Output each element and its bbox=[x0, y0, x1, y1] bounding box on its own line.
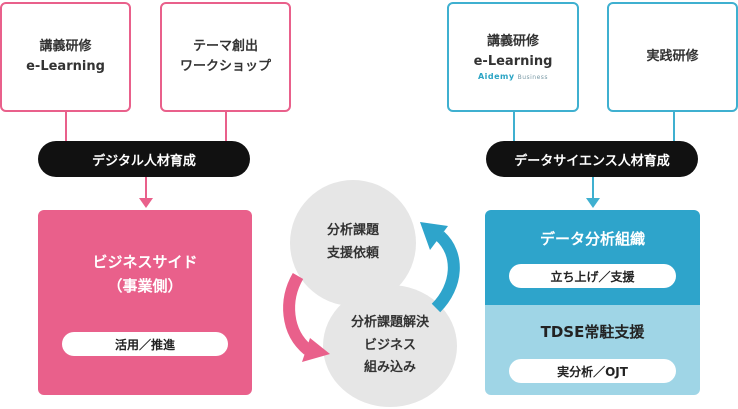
right-connector-1 bbox=[513, 112, 515, 141]
business-side-panel: ビジネスサイド （事業側） 活用／推進 bbox=[38, 210, 252, 395]
solution-line2: ビジネス bbox=[363, 337, 416, 353]
right-data-science-pill: データサイエンス人材育成 bbox=[486, 141, 698, 177]
solution-line3: 組み込み bbox=[363, 360, 416, 376]
right-arrow-line bbox=[592, 177, 594, 200]
right-lecture-subtitle: e-Learning bbox=[473, 54, 553, 70]
right-practice-box: 実践研修 bbox=[607, 2, 738, 112]
business-side-tag: 活用／推進 bbox=[62, 332, 228, 356]
right-lecture-title: 講義研修 bbox=[486, 34, 539, 50]
right-connector-2 bbox=[673, 112, 675, 141]
tdse-support-title: TDSE常駐支援 bbox=[540, 323, 645, 341]
left-connector-2 bbox=[225, 112, 227, 141]
data-analysis-org-tag: 立ち上げ／支援 bbox=[509, 264, 676, 288]
aidemy-logo-text: Aidemy bbox=[477, 72, 515, 82]
left-workshop-box: テーマ創出 ワークショップ bbox=[160, 2, 291, 112]
tdse-support-panel: TDSE常駐支援 実分析／OJT bbox=[485, 305, 700, 395]
right-arrow-head bbox=[586, 198, 600, 208]
solution-line1: 分析課題解決 bbox=[350, 314, 429, 330]
aidemy-logo-sub: Business bbox=[517, 74, 549, 82]
left-workshop-subtitle: ワークショップ bbox=[179, 59, 271, 74]
left-lecture-title: 講義研修 bbox=[39, 38, 92, 54]
support-request-line1: 分析課題 bbox=[326, 223, 379, 239]
left-connector-1 bbox=[65, 112, 67, 141]
left-arrow-head bbox=[139, 198, 153, 208]
data-analysis-org-title: データ分析組織 bbox=[539, 230, 645, 248]
left-arrow-line bbox=[145, 177, 147, 200]
left-lecture-subtitle: e-Learning bbox=[26, 59, 105, 74]
blue-curved-arrow bbox=[420, 222, 460, 313]
right-practice-title: 実践研修 bbox=[646, 48, 699, 64]
tdse-support-tag: 実分析／OJT bbox=[509, 359, 676, 383]
data-analysis-org-panel: データ分析組織 立ち上げ／支援 bbox=[485, 210, 700, 305]
left-lecture-box: 講義研修 e-Learning bbox=[0, 2, 131, 112]
business-side-subtitle: （事業側） bbox=[107, 277, 183, 295]
left-workshop-title: テーマ創出 bbox=[192, 38, 258, 54]
business-side-title: ビジネスサイド bbox=[92, 253, 198, 271]
support-request-line2: 支援依頼 bbox=[326, 246, 379, 261]
support-request-circle: 分析課題 支援依頼 bbox=[290, 180, 416, 306]
left-digital-talent-pill: デジタル人材育成 bbox=[38, 141, 250, 177]
pink-curved-arrow bbox=[283, 272, 330, 362]
